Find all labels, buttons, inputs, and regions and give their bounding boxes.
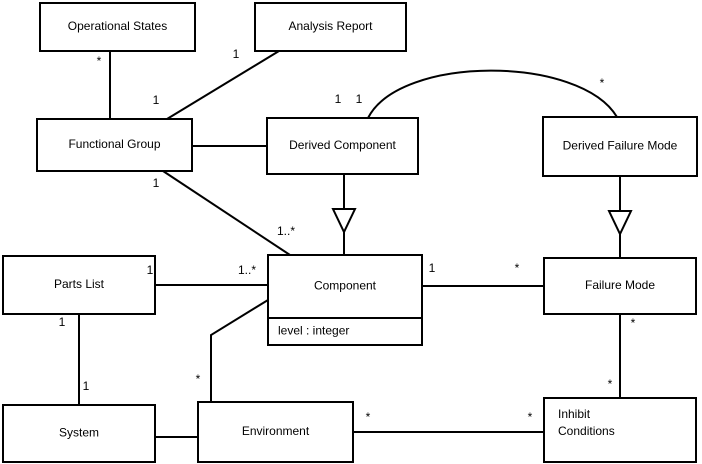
multiplicity-label: 1 xyxy=(59,315,66,329)
multiplicity-label: 1 xyxy=(335,92,342,106)
multiplicity-label: 1 xyxy=(153,93,160,107)
class-box-outline-operational-states[interactable] xyxy=(39,2,196,52)
multiplicity-label: * xyxy=(600,76,605,90)
association-layer xyxy=(78,50,633,438)
class-name-failure-mode: Failure Mode xyxy=(585,278,655,292)
multiplicity-label: 1 xyxy=(147,263,154,277)
association-assoc-derivedcomponent-derivedfailuremode xyxy=(367,69,618,119)
multiplicity-label: 1 xyxy=(429,261,436,275)
multiplicity-label: 1 xyxy=(233,47,240,61)
class-name-component: Component xyxy=(314,279,377,293)
class-box-functional-group[interactable]: Functional Group xyxy=(36,118,193,172)
multiplicity-label: * xyxy=(608,377,613,391)
class-box-outline-parts-list[interactable] xyxy=(2,255,156,315)
class-name-inhibit-conditions: Inhibit xyxy=(558,407,591,421)
class-box-outline-derived-failure-mode[interactable] xyxy=(542,116,698,177)
class-box-outline-derived-component[interactable] xyxy=(266,117,419,175)
association-path-assoc-derivedcomponent-derivedfailuremode xyxy=(367,69,618,119)
class-name-derived-failure-mode: Derived Failure Mode xyxy=(563,139,678,153)
class-name-operational-states: Operational States xyxy=(68,19,167,33)
class-name-analysis-report: Analysis Report xyxy=(288,19,373,33)
association-assoc-functionalgroup-analysisreport xyxy=(166,50,280,120)
class-box-parts-list[interactable]: Parts List xyxy=(2,255,156,315)
class-box-operational-states[interactable]: Operational States xyxy=(39,2,196,52)
association-gen-failuremode-derivedfailuremode xyxy=(607,176,633,258)
multiplicity-label: 1 xyxy=(153,176,160,190)
class-box-outline-failure-mode[interactable] xyxy=(543,257,697,315)
class-name-environment: Environment xyxy=(242,424,310,438)
class-box-outline-system[interactable] xyxy=(2,404,156,463)
association-assoc-functionalgroup-component xyxy=(162,170,291,256)
class-name-system: System xyxy=(59,426,99,440)
class-box-analysis-report[interactable]: Analysis Report xyxy=(254,2,407,52)
class-name-derived-component: Derived Component xyxy=(289,138,396,152)
multiplicity-label: 1 xyxy=(356,92,363,106)
multiplicity-label: 1..* xyxy=(238,263,256,277)
class-box-outline-component[interactable] xyxy=(267,254,423,346)
class-box-outline-inhibit-conditions[interactable] xyxy=(543,397,697,463)
multiplicity-label: 1..* xyxy=(277,224,295,238)
class-box-failure-mode[interactable]: Failure Mode xyxy=(543,257,697,315)
class-box-outline-functional-group[interactable] xyxy=(36,118,193,172)
class-attribute-component: level : integer xyxy=(278,324,349,338)
generalization-arrowhead xyxy=(331,208,357,235)
class-name-line2-inhibit-conditions: Conditions xyxy=(558,424,615,438)
class-name-functional-group: Functional Group xyxy=(68,137,160,151)
multiplicity-label: * xyxy=(366,410,371,424)
class-box-component[interactable]: Component level : integer xyxy=(267,254,423,346)
association-path-assoc-component-environment xyxy=(210,299,269,402)
multiplicity-label: * xyxy=(196,372,201,386)
association-gen-component-derivedcomponent xyxy=(331,174,357,255)
multiplicity-label: * xyxy=(528,410,533,424)
association-path-assoc-functionalgroup-component xyxy=(162,170,291,256)
multiplicity-label: * xyxy=(515,261,520,275)
association-assoc-component-environment xyxy=(210,299,269,402)
generalization-arrowhead xyxy=(607,210,633,237)
class-box-system[interactable]: System xyxy=(2,404,156,463)
multiplicity-label: * xyxy=(631,316,636,330)
class-box-derived-failure-mode[interactable]: Derived Failure Mode xyxy=(542,116,698,177)
class-box-outline-environment[interactable] xyxy=(197,401,354,463)
class-box-environment[interactable]: Environment xyxy=(197,401,354,463)
multiplicity-label: 1 xyxy=(83,379,90,393)
class-name-parts-list: Parts List xyxy=(54,277,105,291)
multiplicity-label: * xyxy=(97,54,102,68)
class-box-derived-component[interactable]: Derived Component xyxy=(266,117,419,175)
association-path-assoc-functionalgroup-analysisreport xyxy=(166,50,280,120)
class-box-outline-analysis-report[interactable] xyxy=(254,2,407,52)
